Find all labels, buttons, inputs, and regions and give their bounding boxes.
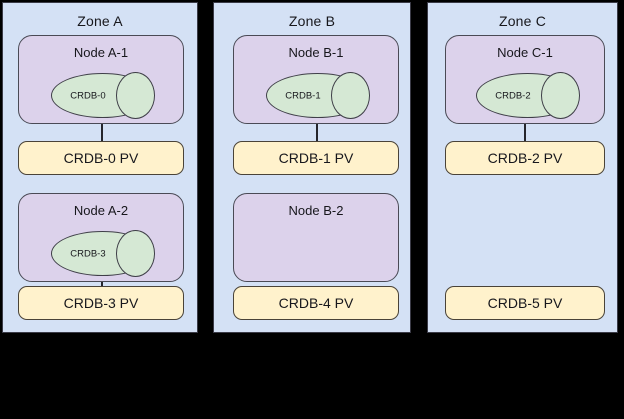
pv-crdb-4: CRDB-4 PV <box>233 286 399 320</box>
zone-b-title: Zone B <box>288 13 336 29</box>
pv-crdb-5: CRDB-5 PV <box>445 286 605 320</box>
node-b-2-title: Node B-2 <box>288 203 344 218</box>
node-b-1-title: Node B-1 <box>288 45 344 60</box>
node-a-1: Node A-1 CRDB-0 <box>18 35 184 124</box>
connector-c-1 <box>524 124 526 141</box>
cylinder-cap <box>115 72 155 119</box>
pod-crdb-1-label: CRDB-1 <box>285 90 321 101</box>
cylinder-cap <box>115 230 155 277</box>
cylinder-cap <box>540 72 580 119</box>
pod-crdb-0: CRDB-0 <box>51 72 155 119</box>
pv-crdb-2: CRDB-2 PV <box>445 141 605 175</box>
node-a-2: Node A-2 CRDB-3 <box>18 193 184 282</box>
pv-crdb-0: CRDB-0 PV <box>18 141 184 175</box>
pv-crdb-1: CRDB-1 PV <box>233 141 399 175</box>
pv-crdb-3: CRDB-3 PV <box>18 286 184 320</box>
node-c-1: Node C-1 CRDB-2 <box>445 35 605 124</box>
node-c-1-title: Node C-1 <box>497 45 553 60</box>
pod-crdb-3-label: CRDB-3 <box>70 248 106 259</box>
zone-a-title: Zone A <box>77 13 123 29</box>
node-a-1-title: Node A-1 <box>73 45 129 60</box>
node-b-1: Node B-1 CRDB-1 <box>233 35 399 124</box>
pod-crdb-1: CRDB-1 <box>266 72 370 119</box>
connector-b-1 <box>316 124 318 141</box>
cylinder-cap <box>330 72 370 119</box>
pod-crdb-3: CRDB-3 <box>51 230 155 277</box>
node-b-2: Node B-2 <box>233 193 399 282</box>
zone-c-title: Zone C <box>498 13 547 29</box>
pod-crdb-2-label: CRDB-2 <box>495 90 531 101</box>
pod-crdb-2: CRDB-2 <box>476 72 580 119</box>
zone-a: Zone A Node A-1 CRDB-0 CRDB-0 PV Node A-… <box>2 2 198 333</box>
zone-b: Zone B Node B-1 CRDB-1 CRDB-1 PV Node B-… <box>213 2 411 333</box>
node-a-2-title: Node A-2 <box>73 203 129 218</box>
connector-a-1 <box>101 124 103 141</box>
pod-crdb-0-label: CRDB-0 <box>70 90 106 101</box>
zone-c: Zone C Node C-1 CRDB-2 CRDB-2 PV CRDB-5 … <box>427 2 618 333</box>
